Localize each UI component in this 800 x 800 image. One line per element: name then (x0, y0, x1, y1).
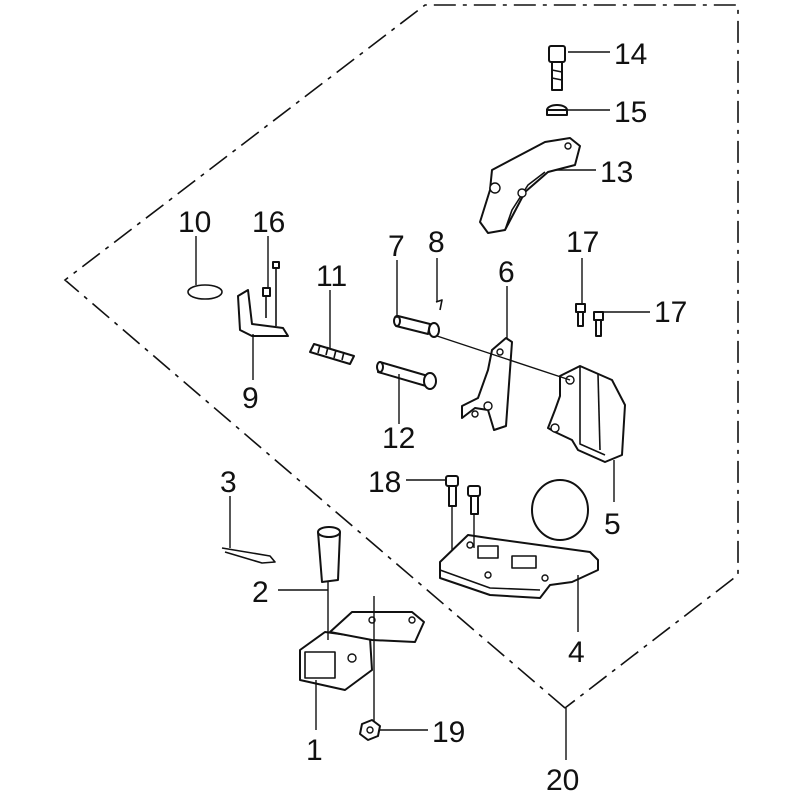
callout-4: 4 (568, 636, 585, 669)
part-9-small-bracket (237, 261, 289, 337)
callout-18: 18 (368, 466, 401, 499)
part-6-latch-plate (461, 337, 513, 431)
callout-11: 11 (316, 260, 347, 293)
callout-9: 9 (242, 382, 259, 415)
part-12-pin (376, 361, 437, 390)
part-4-tow-ball-mount (439, 479, 599, 599)
part-3-clip (221, 547, 276, 564)
part-10-ring (187, 284, 223, 300)
callout-16: 16 (252, 206, 285, 239)
callout-20: 20 (546, 764, 579, 797)
callout-5: 5 (604, 508, 621, 541)
part-13-bracket (479, 137, 581, 234)
callout-14: 14 (614, 38, 647, 71)
callout-8: 8 (428, 226, 445, 259)
callout-2: 2 (252, 576, 269, 609)
callout-13: 13 (600, 156, 633, 189)
callout-17a: 17 (566, 226, 599, 259)
part-17-screws (575, 303, 604, 337)
part-16-screw (262, 287, 271, 318)
part-18-bolts (445, 475, 481, 515)
part-11-spring (309, 343, 355, 365)
callouts: 14 15 13 10 16 9 11 7 8 6 12 17 17 5 18 … (178, 38, 687, 797)
callout-10: 10 (178, 206, 211, 239)
callout-15: 15 (614, 96, 647, 129)
callout-7: 7 (388, 230, 405, 263)
leader-lines (195, 51, 650, 760)
callout-6: 6 (498, 256, 515, 289)
callout-19: 19 (432, 716, 465, 749)
part-8-clip (435, 299, 443, 311)
callout-3: 3 (220, 466, 237, 499)
part-15-washer (546, 104, 568, 116)
part-1-receiver-hitch (299, 611, 425, 691)
part-2-pin (317, 526, 341, 583)
part-7-pin (393, 315, 440, 338)
part-19-nut (359, 719, 381, 741)
callout-1: 1 (306, 734, 323, 767)
assembly-boundary (63, 4, 739, 709)
part-5-housing (547, 365, 626, 463)
callout-17b: 17 (654, 296, 687, 329)
callout-12: 12 (382, 422, 415, 455)
part-14-bolt (548, 45, 566, 91)
